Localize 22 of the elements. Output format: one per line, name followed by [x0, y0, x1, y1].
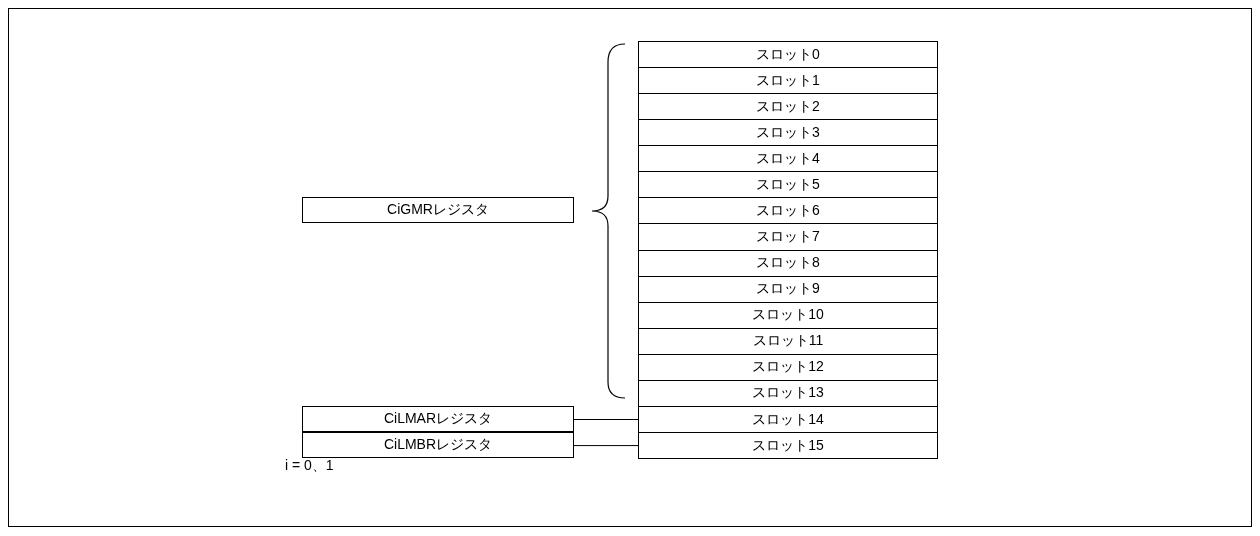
slot-box: スロット14	[638, 405, 938, 434]
slot-box: スロット8	[638, 249, 938, 277]
connector-line	[573, 419, 639, 420]
slot-box: スロット9	[638, 275, 938, 303]
slot-box: スロット7	[638, 223, 938, 251]
slot-box: スロット15	[638, 432, 938, 460]
connector-line	[573, 445, 639, 447]
slot-box: スロット4	[638, 145, 938, 173]
slot-box: スロット2	[638, 93, 938, 121]
slot-box: スロット3	[638, 119, 938, 147]
slot-box: スロット1	[638, 67, 938, 95]
slot-box: スロット0	[638, 41, 938, 69]
register-box: CiLMBRレジスタ	[302, 432, 574, 459]
slot-box: スロット13	[638, 379, 938, 407]
slot-box: スロット12	[638, 353, 938, 381]
slot-box: スロット5	[638, 171, 938, 199]
register-box: CiGMRレジスタ	[302, 197, 574, 224]
register-box: CiLMARレジスタ	[302, 405, 574, 433]
slot-box: スロット6	[638, 197, 938, 225]
slot-box: スロット10	[638, 301, 938, 329]
slot-box: スロット11	[638, 327, 938, 355]
note: i = 0、1	[285, 457, 334, 475]
